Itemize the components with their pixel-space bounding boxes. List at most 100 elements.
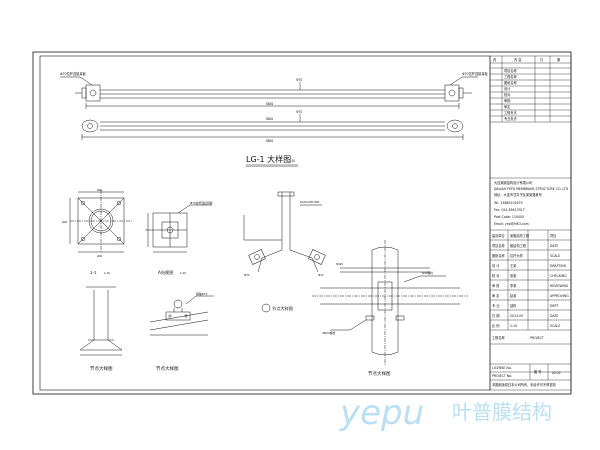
section-1-1-scale: 1:10 <box>104 271 110 275</box>
svg-text:图纸名称: 图纸名称 <box>492 253 506 258</box>
svg-text:结构: 结构 <box>510 303 516 308</box>
node-detail-title-1: 节点大样图 <box>90 365 113 372</box>
svg-text:SCALE: SCALE <box>550 254 560 258</box>
svg-text:膜结构工程: 膜结构工程 <box>510 243 527 248</box>
svg-text:项目名称: 项目名称 <box>492 243 506 248</box>
anchor-note-label: 4M20螺栓 <box>322 331 336 335</box>
watermark-latin: yepu <box>339 393 424 433</box>
lug-plate-detail <box>149 295 214 336</box>
svg-text:比 例: 比 例 <box>492 323 499 328</box>
svg-text:张某: 张某 <box>510 273 517 278</box>
company-fax: Fax. 024 85613317 <box>494 208 525 212</box>
svg-text:审定: 审定 <box>504 104 511 109</box>
svg-text:校 对: 校 对 <box>492 273 500 278</box>
svg-text:拉杆大样: 拉杆大样 <box>510 253 524 258</box>
svg-text:审 定: 审 定 <box>492 293 500 298</box>
a-view-scale: 1:10 <box>180 271 186 275</box>
svg-text:1:10: 1:10 <box>510 324 517 328</box>
a-view-label: A向视图 <box>158 269 173 276</box>
svg-text:建设单位: 建设单位 <box>492 233 506 238</box>
rev-h-1: 内 容 <box>514 57 522 62</box>
column-pin-node <box>243 191 326 273</box>
drawing-no-label: 图 号 <box>534 369 541 374</box>
node-detail-title-2: 节点大样图 <box>156 365 179 372</box>
tube-plate-node <box>312 240 468 365</box>
svg-text:CHECKING: CHECKING <box>550 274 567 278</box>
project-label: 工程名称 <box>492 335 506 340</box>
watermark-chinese: 叶普膜结构 <box>452 400 552 424</box>
rev-h-2: 日 <box>540 58 543 62</box>
rod-tag-bottom: Φ70 <box>296 110 302 114</box>
company-sub: DALIAN YEPU MEMBRANE STRUCTURE CO.,LTD <box>494 187 569 191</box>
weld-note-label: PL25×200×300 <box>300 200 320 204</box>
svg-text:DEPT: DEPT <box>550 304 558 308</box>
svg-text:工程名称: 工程名称 <box>504 74 518 79</box>
rod-tag-top: Φ70 <box>296 78 302 82</box>
node-detail-marker <box>261 303 271 313</box>
svg-text:专 业: 专 业 <box>492 303 499 308</box>
company-post: Post Code: 110000 <box>494 215 524 219</box>
tie-rod-right-label: Φ70拉杆连接耳板 <box>462 71 489 76</box>
company-address: 地址：大连市甘井子区某某路某号 <box>494 192 542 197</box>
svg-text:SCALE: SCALE <box>550 324 560 328</box>
svg-text:李某: 李某 <box>510 283 517 288</box>
dim-plate-w1: 200 <box>97 188 102 192</box>
base-plate-plan <box>69 190 132 253</box>
project-value: PROJECT <box>530 336 544 340</box>
svg-text:设计: 设计 <box>504 86 511 91</box>
lug-plate-label: Φ70拉杆连接耳板 <box>190 201 213 205</box>
sign-rows: 项目名称 工程名称 图纸名称 设计 校对 审核 审定 工程负责 专业负责 <box>504 68 518 121</box>
dim-col-dia: Φ426 <box>336 262 343 266</box>
node-detail-title-3: 节点大样图 <box>272 305 293 312</box>
svg-text:审核: 审核 <box>504 98 511 103</box>
svg-text:专业负责: 专业负责 <box>504 116 517 121</box>
svg-text:图纸名称: 图纸名称 <box>504 80 518 85</box>
svg-text:王某: 王某 <box>510 263 517 268</box>
svg-text:工程负责: 工程负责 <box>504 110 517 115</box>
dim-plate-h: 200 <box>62 220 67 224</box>
svg-text:校对: 校对 <box>504 92 511 97</box>
tie-rod-left-label: Φ70拉杆连接耳板 <box>60 71 87 76</box>
company-email: Email: yep@MK3.com <box>494 222 529 226</box>
svg-text:赵某: 赵某 <box>510 293 517 298</box>
project-rows: 建设单位 某膜结构工程 项目 项目名称 膜结构工程 DATE 图纸名称 拉杆大样… <box>492 233 569 328</box>
project-no-row: PROJECT No. <box>492 374 512 378</box>
tie-rod-elevation-top <box>60 76 478 109</box>
section-1-1-label: 1-1 <box>90 270 97 275</box>
dim-overall-top: 5826 <box>266 102 273 106</box>
company-tel: Tel. 13889102679 <box>493 201 523 205</box>
node-detail-title-4: 节点大样图 <box>368 370 391 377</box>
svg-text:日 期: 日 期 <box>492 313 499 318</box>
rev-h-0: 改 <box>493 57 497 62</box>
drawing-no-value: JG-02 <box>551 371 561 375</box>
svg-text:项目: 项目 <box>550 234 556 238</box>
svg-text:REVIEWING: REVIEWING <box>550 284 569 288</box>
bolt-note-label: M30螺栓 <box>422 271 433 275</box>
base-section-elevation <box>79 286 123 356</box>
main-detail-scale: 1:10 <box>289 159 295 163</box>
svg-text:项目名称: 项目名称 <box>504 68 518 73</box>
title-block <box>489 55 572 391</box>
svg-text:DATE: DATE <box>550 244 558 248</box>
svg-text:设 计: 设 计 <box>492 263 500 268</box>
svg-text:某膜结构工程: 某膜结构工程 <box>510 233 530 238</box>
a-view-detail <box>145 204 212 253</box>
svg-text:DATE: DATE <box>550 314 558 318</box>
dim-overall-bottom: 5826 <box>266 139 273 143</box>
company-name: 大连某膜结构设计有限公司 <box>494 180 532 185</box>
svg-text:APPROVING: APPROVING <box>550 294 569 298</box>
dim-plate-w2: 200 <box>97 254 102 258</box>
license-row: LICENSE No. <box>492 366 512 370</box>
pin-note-label: 销轴Φ70 <box>196 292 208 296</box>
svg-text:审 核: 审 核 <box>492 283 500 288</box>
svg-text:DRAFTING: DRAFTING <box>550 264 567 268</box>
dim-span-top: 5826 <box>266 117 273 121</box>
dim-pin-right: Φ70 <box>318 273 324 277</box>
tie-rod-elevation-bottom <box>81 114 464 140</box>
dim-pin-left: Φ70 <box>244 273 250 277</box>
rev-h-3: 期 <box>557 57 560 62</box>
footer-note: 本图纸版权归本公司所有，未经许可不得复制 <box>492 382 556 387</box>
svg-text:2014.05: 2014.05 <box>510 314 523 318</box>
main-detail-title: LG-1 大样图 <box>246 154 291 164</box>
